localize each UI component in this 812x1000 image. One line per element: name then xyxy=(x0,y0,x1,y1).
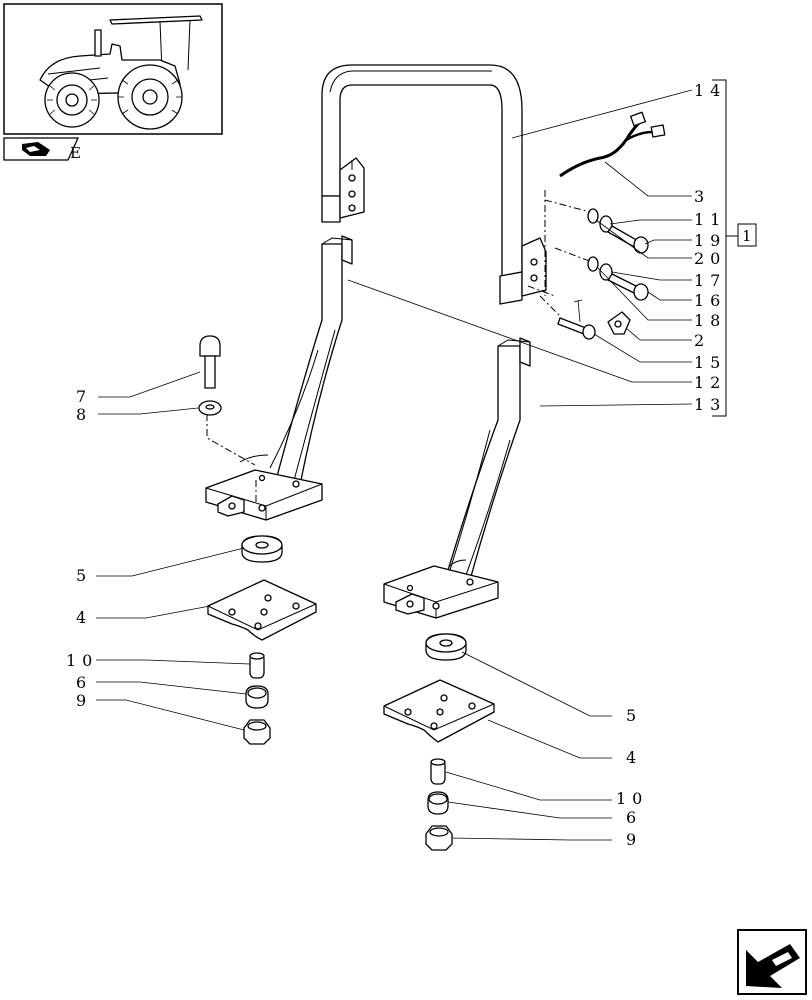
next-page-arrow-icon[interactable] xyxy=(737,929,807,995)
rollbar-upper-hoop xyxy=(321,64,547,305)
callout-7: 7 xyxy=(76,387,92,406)
bushing-10-left xyxy=(249,652,265,679)
washer-8 xyxy=(198,400,222,416)
leader-lines xyxy=(96,89,693,841)
bushing-10-right xyxy=(430,758,446,785)
callout-14: 14 xyxy=(694,81,726,100)
rollbar-left-leg xyxy=(205,235,353,521)
nut-9-right xyxy=(425,825,453,851)
callout-4-right: 4 xyxy=(626,748,642,767)
callout-16: 16 xyxy=(694,291,726,310)
callout-4-left: 4 xyxy=(76,608,92,627)
callout-9-left: 9 xyxy=(76,691,92,710)
callout-19: 19 xyxy=(694,231,726,250)
callout-12: 12 xyxy=(694,373,726,392)
lower-bolt-set xyxy=(587,256,649,301)
rollbar-right-leg xyxy=(383,337,531,619)
damper-5-left xyxy=(241,535,283,563)
callout-labels: 14 3 11 19 20 17 16 18 2 15 12 13 7 8 5 … xyxy=(66,81,726,849)
book-nav-icon[interactable]: E xyxy=(3,137,81,162)
assembly-lines xyxy=(206,190,593,505)
callout-8: 8 xyxy=(76,405,92,424)
callout-13: 13 xyxy=(694,395,726,414)
callout-18: 18 xyxy=(694,311,726,330)
callout-10-left: 10 xyxy=(66,651,98,670)
callout-17: 17 xyxy=(694,271,726,290)
pin-and-clip xyxy=(557,299,631,340)
nav-icon-letter: E xyxy=(70,144,81,162)
callout-bracket xyxy=(712,79,757,417)
callout-6-left: 6 xyxy=(76,673,92,692)
callout-9-right: 9 xyxy=(626,830,642,849)
group-reference-number: 1 xyxy=(742,227,752,245)
callout-5-right: 5 xyxy=(626,706,642,725)
washer-6-left xyxy=(245,685,269,709)
damper-5-right xyxy=(425,633,467,661)
callout-5-left: 5 xyxy=(76,566,92,585)
upper-bolt-set xyxy=(587,208,649,254)
callout-20: 20 xyxy=(694,249,726,268)
callout-15: 15 xyxy=(694,353,726,372)
callout-3: 3 xyxy=(694,187,710,206)
wire-harness xyxy=(559,111,666,178)
plate-4-left xyxy=(207,579,317,641)
tractor-thumbnail xyxy=(3,3,223,135)
bolt-7 xyxy=(199,335,221,389)
callout-2: 2 xyxy=(694,331,710,350)
callout-6-right: 6 xyxy=(626,808,642,827)
callout-10-right: 10 xyxy=(616,789,648,808)
nut-9-left xyxy=(243,719,271,745)
callout-11: 11 xyxy=(694,210,726,229)
plate-4-right xyxy=(383,679,495,743)
washer-6-right xyxy=(427,791,449,815)
